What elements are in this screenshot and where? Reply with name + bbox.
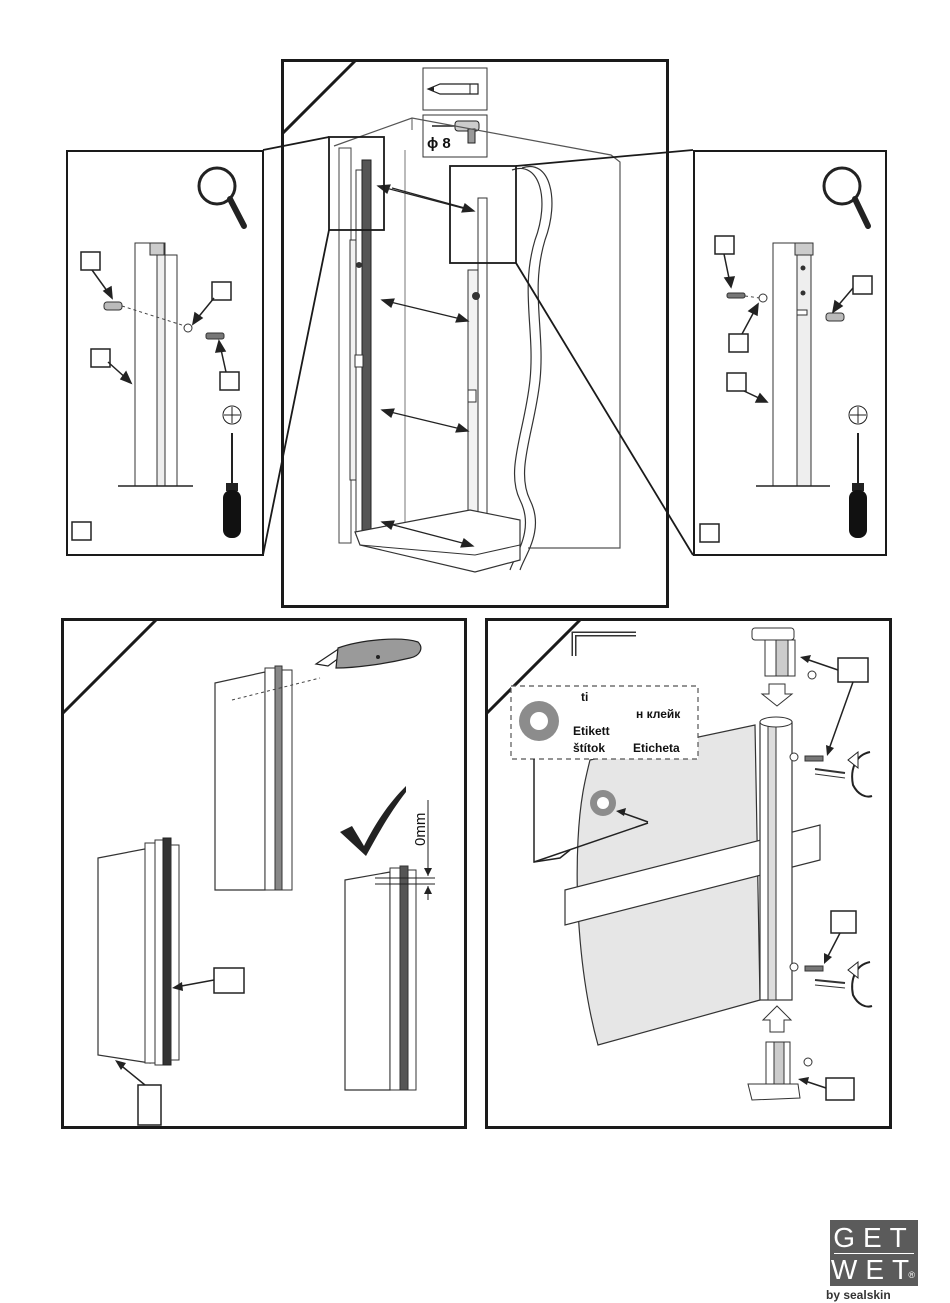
profile-trim-panel [61,618,467,1129]
logo-registered: ® [908,1270,915,1280]
sticker-label-etikett: Etikett [573,724,610,738]
sticker-label-eticheta: Eticheta [633,741,680,755]
logo-tagline: by sealskin [826,1288,891,1302]
right-detail-panel [693,150,887,556]
overview-panel [281,59,669,608]
drill-diameter-label: ϕ 8 [427,135,451,152]
logo-line1: GET [830,1223,918,1253]
glass-fitting-panel [485,618,892,1129]
left-detail-panel [66,150,264,556]
getwet-logo: GET WET ® [830,1220,918,1286]
zero-gap-label: 0mm [412,813,429,846]
logo-line2: WET [830,1255,918,1285]
sticker-label-line1: ti [581,690,588,704]
sticker-label-russian: н клейк [636,707,680,721]
sticker-label-stitok: štítok [573,741,605,755]
